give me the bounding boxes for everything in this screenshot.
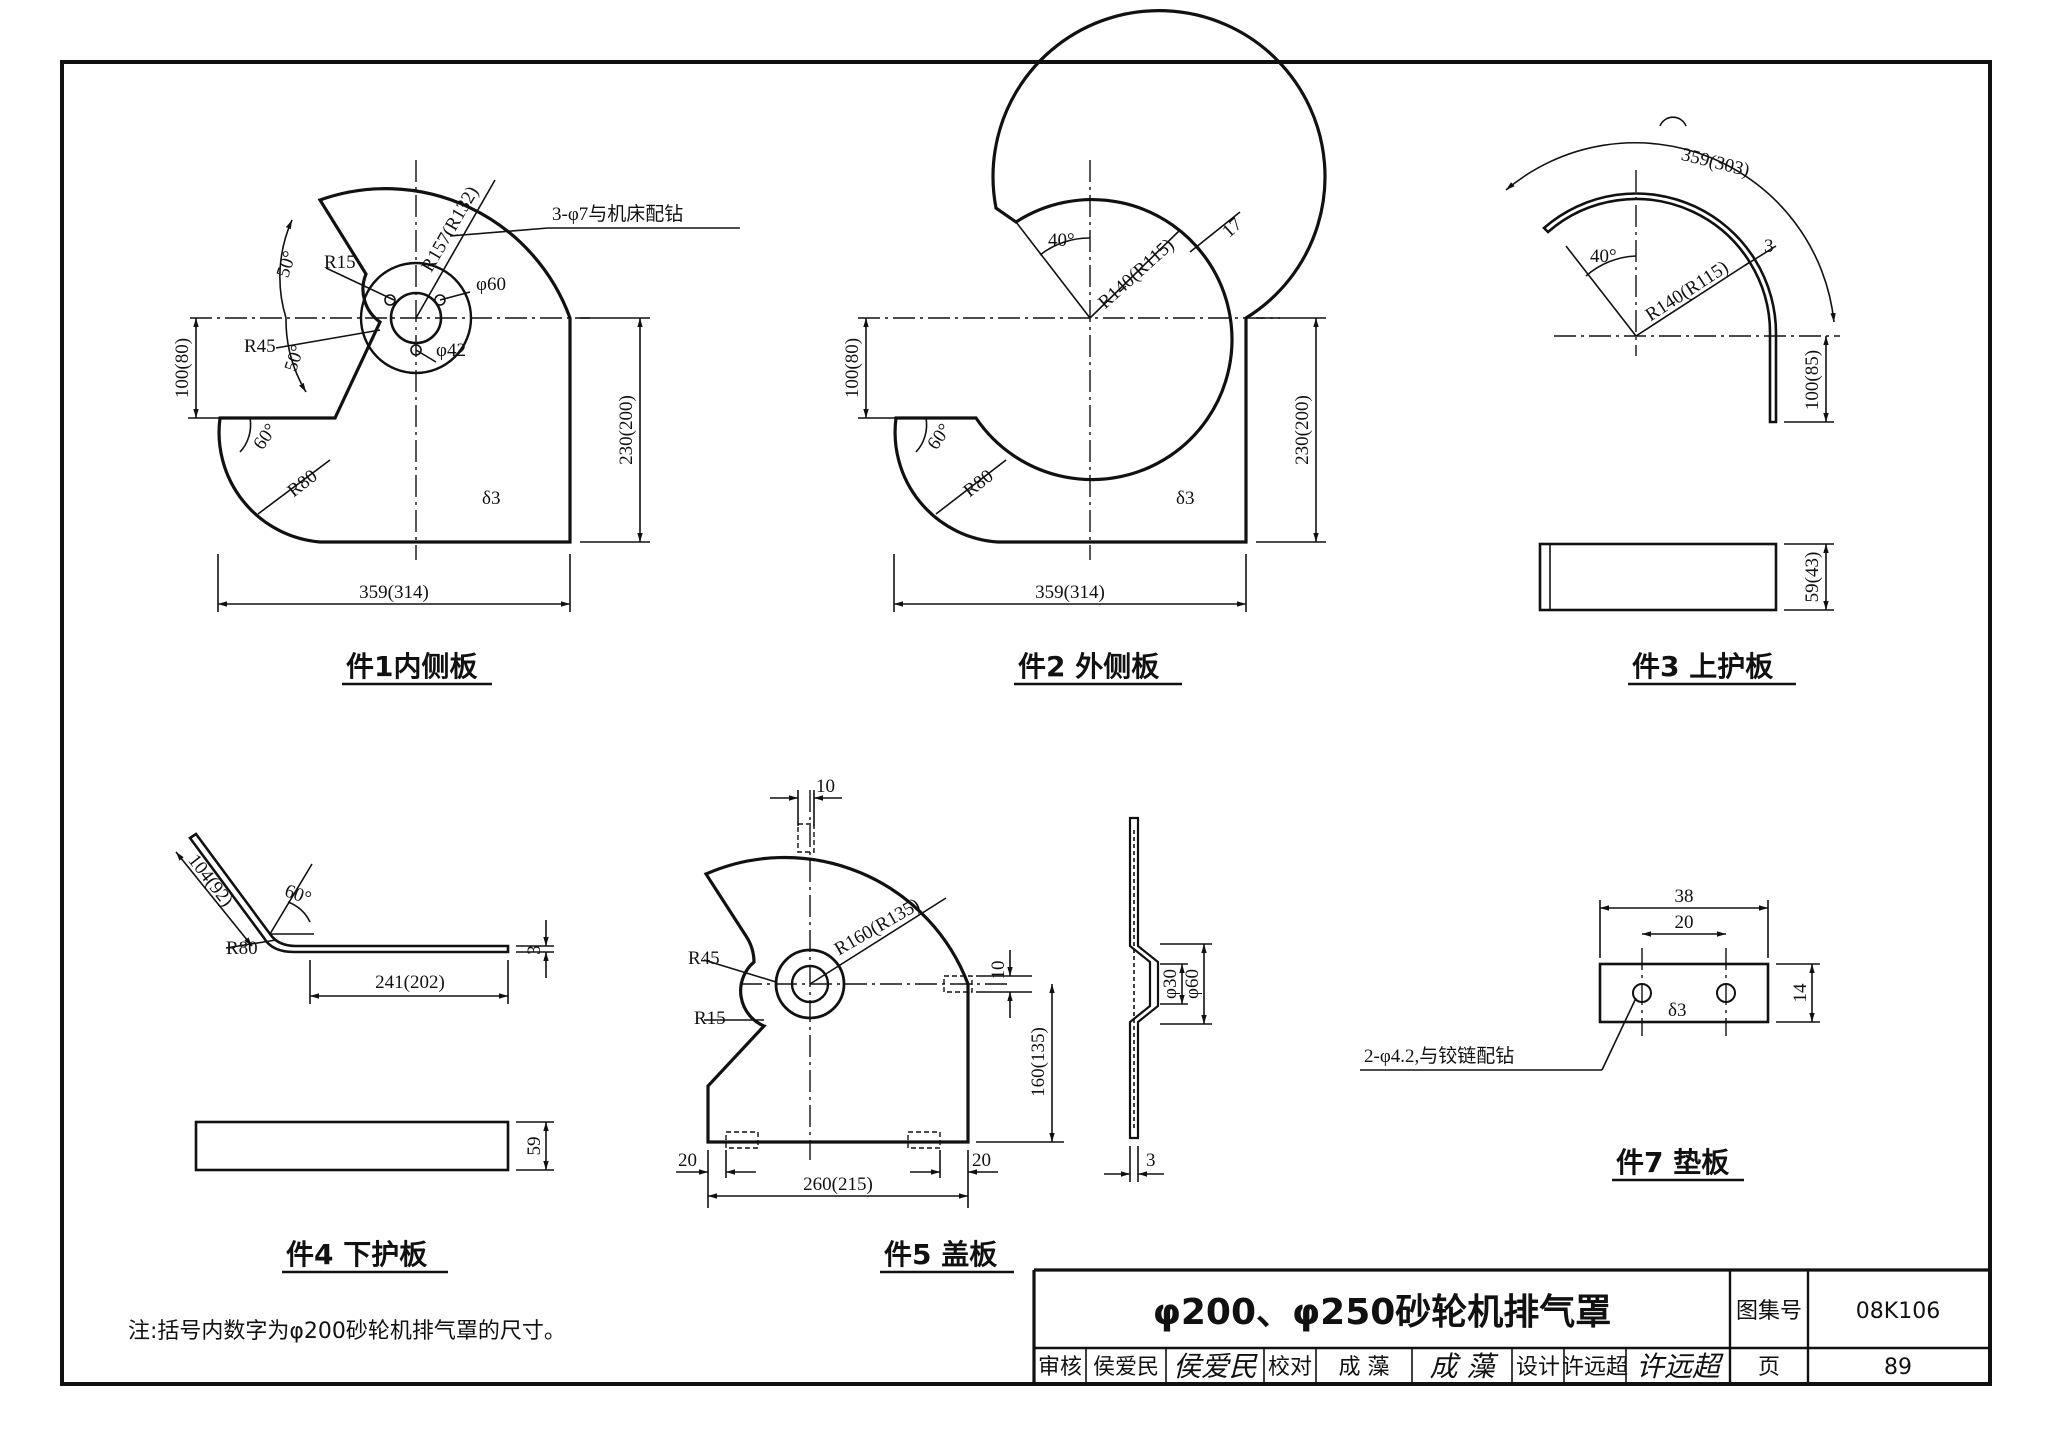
p5-caption: 件5 盖板 bbox=[884, 1238, 997, 1271]
part1-inner-side-plate: 359(314) 230(200) 100(80) R157(R132) 3-φ… bbox=[172, 160, 740, 686]
p4-dim-long-leg: 241(202) bbox=[375, 972, 445, 993]
part7-shim-plate: 38 20 14 δ3 2-φ4.2,与铰链配钻 件7 垫板 bbox=[1360, 886, 1820, 1182]
p7-thickness: δ3 bbox=[1668, 1000, 1686, 1021]
p1-dim-dia42: φ42 bbox=[436, 340, 466, 361]
designer-signature: 许远超 bbox=[1636, 1350, 1724, 1383]
p1-dim-radius-outer: R157(R132) bbox=[417, 183, 483, 276]
p5-dim-thk: 3 bbox=[1146, 1150, 1156, 1171]
p3-caption: 件3 上护板 bbox=[1632, 650, 1773, 683]
p1-dim-r15: R15 bbox=[324, 252, 356, 273]
p3-angle-40: 40° bbox=[1590, 246, 1617, 267]
p4-dim-r80: R80 bbox=[226, 938, 258, 959]
p5-dim-r45: R45 bbox=[688, 948, 720, 969]
p5-dim-dia30: φ30 bbox=[1160, 969, 1181, 999]
p2-dim-height-left: 100(80) bbox=[842, 338, 863, 398]
p5-dim-top-10: 10 bbox=[816, 776, 835, 797]
sheet-border bbox=[60, 60, 1992, 1386]
p4-dim-thk: 3 bbox=[524, 945, 545, 955]
p5-dim-width: 260(215) bbox=[803, 1174, 873, 1195]
page-label: 页 bbox=[1758, 1355, 1780, 1380]
p3-dim-strip-height: 59(43) bbox=[1802, 552, 1823, 603]
check-label: 校对 bbox=[1268, 1355, 1312, 1380]
checker-signature: 成 藻 bbox=[1430, 1350, 1499, 1383]
p7-holes-note: 2-φ4.2,与铰链配钻 bbox=[1364, 1045, 1514, 1067]
p3-dim-thk: 3 bbox=[1764, 236, 1774, 257]
p7-dim-pitch: 20 bbox=[1675, 912, 1694, 933]
review-label: 审核 bbox=[1038, 1355, 1082, 1380]
p5-dim-radius: R160(R135) bbox=[831, 894, 924, 960]
p7-dim-height: 14 bbox=[1790, 983, 1811, 1003]
p1-dim-r45: R45 bbox=[244, 336, 276, 357]
p5-dim-height: 160(135) bbox=[1028, 1027, 1049, 1097]
atlas-label: 图集号 bbox=[1736, 1299, 1802, 1324]
p2-angle-60: 60° bbox=[923, 420, 955, 454]
p5-dim-dia60: φ60 bbox=[1182, 969, 1203, 999]
p1-thickness: δ3 bbox=[482, 488, 500, 509]
p2-dim-width: 359(314) bbox=[1035, 582, 1105, 603]
p4-caption: 件4 下护板 bbox=[286, 1238, 427, 1271]
part3-upper-guard: 359(303) 40° R140(R115) 3 100(85) 59(43)… bbox=[1505, 116, 1840, 686]
p1-dim-dia60: φ60 bbox=[476, 274, 506, 295]
p5-dim-side-10: 10 bbox=[988, 961, 1009, 980]
p5-dim-edge-right: 20 bbox=[972, 1150, 991, 1171]
reviewer-signature: 侯爱民 bbox=[1173, 1350, 1258, 1383]
p2-dim-band: 17 bbox=[1218, 214, 1246, 242]
part5-cover-plate: 10 R160(R135) R45 R15 10 160(135) 260(21… bbox=[676, 776, 1212, 1274]
p1-dim-width: 359(314) bbox=[359, 582, 429, 603]
p2-thickness: δ3 bbox=[1176, 488, 1194, 509]
p7-dim-width: 38 bbox=[1675, 886, 1694, 907]
p7-caption: 件7 垫板 bbox=[1616, 1146, 1729, 1179]
p1-dim-height-left: 100(80) bbox=[172, 338, 193, 398]
p3-dim-height: 100(85) bbox=[1802, 350, 1823, 410]
p2-caption: 件2 外侧板 bbox=[1018, 650, 1159, 683]
p4-dim-strip-height: 59 bbox=[524, 1137, 545, 1156]
p2-dim-height-right: 230(200) bbox=[1292, 395, 1313, 465]
checker-name: 成 藻 bbox=[1339, 1355, 1390, 1380]
part4-lower-guard: 104(92) 60° R80 241(202) 3 59 件4 下护板 bbox=[175, 832, 554, 1274]
p3-dim-radius: R140(R115) bbox=[1642, 257, 1733, 326]
p1-holes-note: 3-φ7与机床配钻 bbox=[552, 203, 683, 225]
drawing-title: φ200、φ250砂轮机排气罩 bbox=[1153, 1292, 1612, 1333]
p3-dim-arc: 359(303) bbox=[1679, 144, 1752, 181]
title-block: φ200、φ250砂轮机排气罩 图集号 08K106 审核 侯爱民 侯爱民 校对… bbox=[1032, 1268, 1990, 1384]
designer-name: 许远超 bbox=[1562, 1355, 1628, 1380]
dimension-note: 注:括号内数字为φ200砂轮机排气罩的尺寸。 bbox=[128, 1319, 566, 1344]
design-label: 设计 bbox=[1516, 1355, 1560, 1380]
page-number: 89 bbox=[1884, 1355, 1912, 1380]
p5-dim-r15: R15 bbox=[694, 1008, 726, 1029]
p1-caption: 件1内侧板 bbox=[346, 650, 477, 683]
part2-outer-side-plate: R140(R115) 17 40° 359(314) 230(200) 100(… bbox=[842, 9, 1327, 686]
reviewer-name: 侯爱民 bbox=[1093, 1355, 1159, 1380]
p2-angle-40: 40° bbox=[1048, 230, 1075, 251]
atlas-number: 08K106 bbox=[1856, 1299, 1940, 1324]
p1-angle-60: 60° bbox=[249, 420, 281, 454]
p2-dim-radius: R140(R115) bbox=[1094, 235, 1178, 314]
p1-dim-height-right: 230(200) bbox=[616, 395, 637, 465]
p1-angle-50-top: 50° bbox=[273, 248, 301, 280]
p5-dim-edge-left: 20 bbox=[678, 1150, 697, 1171]
